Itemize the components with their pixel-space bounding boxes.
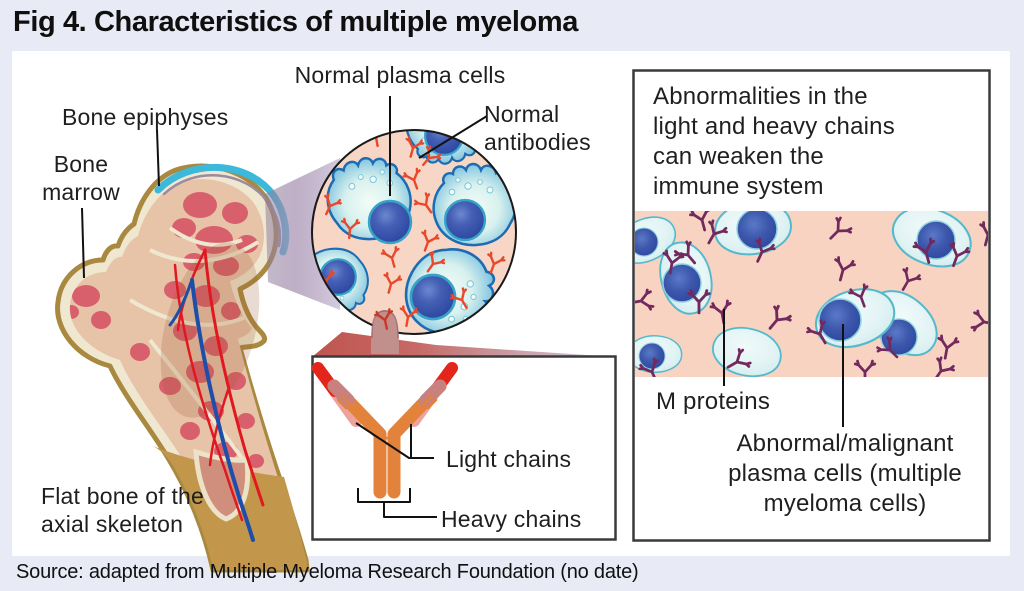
label-abnormal-cells: Abnormal/malignant plasma cells (multipl… [728,430,962,517]
label-normal-plasma-cells: Normal plasma cells [294,62,506,88]
source-note: Source: adapted from Multiple Myeloma Re… [16,561,639,583]
label-normal-antibodies: Normal antibodies [484,101,591,155]
label-m-proteins: M proteins [656,388,771,415]
figure-title: Fig 4. Characteristics of multiple myelo… [13,6,578,38]
label-bone-marrow: Bone marrow [42,151,120,205]
label-abnormalities-note: Abnormalities in the light and heavy cha… [653,83,895,200]
label-flat-bone: Flat bone of the axial skeleton [41,483,205,537]
label-bone-epiphyses: Bone epiphyses [62,104,229,130]
label-light-chains: Light chains [446,446,572,472]
label-heavy-chains: Heavy chains [441,506,582,532]
